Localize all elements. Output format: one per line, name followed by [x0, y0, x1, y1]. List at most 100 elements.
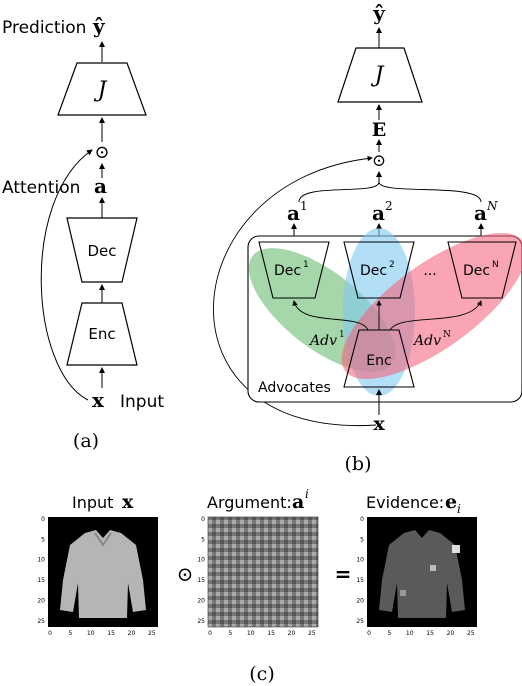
c-argument-ytick: 25	[197, 618, 205, 625]
x-symbol: x	[92, 388, 105, 412]
c-input-xtick: 5	[68, 630, 72, 637]
dec-block	[66, 217, 138, 283]
b-decN-sup: N	[492, 260, 499, 270]
c-evidence-sub: i	[457, 502, 461, 516]
b-adv1-base: Adv	[308, 333, 337, 349]
c-input-ytick: 25	[37, 618, 45, 625]
prediction-label: Prediction	[2, 18, 86, 38]
c-argument-ytick: 0	[201, 516, 205, 523]
attention-label: Attention	[2, 178, 80, 198]
c-evidence-title: Evidence:	[366, 493, 444, 512]
c-odot-symbol: ⊙	[177, 562, 194, 586]
b-x-symbol: x	[373, 413, 385, 435]
enc-block	[66, 302, 138, 366]
a-symbol: a	[94, 174, 107, 198]
caption-c: (c)	[249, 663, 274, 685]
c-evidence-ytick: 25	[356, 618, 364, 625]
c-argument-xtick: 10	[247, 630, 255, 637]
c-argument-xtick: 15	[267, 630, 275, 637]
b-advocates-label: Advocates	[258, 380, 331, 396]
c-input-xtick: 10	[87, 630, 95, 637]
j-block	[57, 62, 147, 116]
b-odot-symbol: ⊙	[372, 151, 386, 171]
caption-a: (a)	[73, 430, 99, 452]
c-argument-sup: i	[305, 487, 309, 501]
c-input-xtick: 25	[148, 630, 156, 637]
c-argument-xtick: 5	[228, 630, 232, 637]
b-a2-sup: 2	[385, 199, 393, 213]
c-evidence-ytick: 0	[360, 516, 364, 523]
dec-label: Dec	[87, 242, 116, 260]
c-input-ytick: 15	[37, 577, 45, 584]
c-evidence-base: e	[445, 491, 457, 513]
c-evidence-xtick: 20	[447, 630, 455, 637]
c-input-ytick: 0	[41, 516, 45, 523]
c-evidence-ytick: 20	[356, 597, 364, 604]
b-dec1-sup: 1	[303, 260, 309, 270]
b-dec2-sup: 2	[389, 260, 395, 270]
c-input-ytick: 20	[37, 597, 45, 604]
b-decN-base: Dec	[463, 263, 490, 279]
prediction-symbol: ŷ	[92, 14, 106, 38]
c-argument-xtick: 25	[308, 630, 316, 637]
panel-c: Input x Argument: a i Evidence: e i ⊙ = …	[37, 487, 477, 685]
c-argument-ytick: 5	[201, 536, 205, 543]
b-aN-sup: N	[486, 199, 498, 213]
b-enc-block	[343, 329, 415, 388]
input-label: Input	[120, 392, 164, 412]
c-argument-ytick: 20	[197, 597, 205, 604]
c-argument-image	[207, 516, 319, 628]
b-j-block	[337, 47, 423, 103]
c-input-xtick: 0	[48, 630, 52, 637]
b-decN-block	[447, 241, 517, 299]
b-adv1-arrow	[292, 300, 369, 331]
c-evidence-xtick: 25	[467, 630, 475, 637]
c-argument-xtick: 0	[208, 630, 212, 637]
c-input-symbol: x	[122, 491, 134, 513]
b-ellipsis: ...	[423, 263, 436, 279]
b-yhat-symbol: ŷ	[372, 1, 386, 25]
j-label: J	[94, 78, 108, 103]
c-argument-xtick: 20	[288, 630, 296, 637]
c-evidence-xtick: 15	[426, 630, 434, 637]
c-evidence-xtick: 5	[387, 630, 391, 637]
c-evidence-image	[367, 517, 477, 627]
b-pink-ellipse	[341, 232, 522, 380]
c-evidence-xtick: 10	[406, 630, 414, 637]
c-argument-base: a	[292, 491, 304, 513]
enc-label: Enc	[88, 325, 115, 343]
panel-b: ŷ J E ⊙ a 1 a 2 a N Dec 1 Dec	[213, 1, 522, 475]
c-input-ytick: 5	[41, 536, 45, 543]
b-advN-base: Adv	[412, 333, 441, 349]
c-evidence-ytick: 5	[360, 536, 364, 543]
c-input-xtick: 15	[107, 630, 115, 637]
c-argument-ytick: 15	[197, 577, 205, 584]
b-adv1-sup: 1	[339, 330, 345, 340]
c-evidence-xtick: 0	[367, 630, 371, 637]
b-enc-label: Enc	[366, 353, 391, 369]
b-e-symbol: E	[372, 119, 386, 141]
odot-symbol: ⊙	[94, 142, 109, 163]
panel-a: Prediction ŷ J ⊙ Attention a Dec Enc x I…	[2, 14, 164, 452]
b-aN-base: a	[474, 201, 487, 225]
c-evidence-ytick: 10	[356, 557, 364, 564]
b-dec1-base: Dec	[274, 263, 301, 279]
c-argument-title: Argument:	[207, 493, 292, 512]
b-advN-sup: N	[443, 330, 451, 340]
c-evidence-ytick: 15	[356, 577, 364, 584]
b-feedback-loop	[213, 155, 377, 427]
attention-arrow	[40, 149, 93, 401]
c-argument-ytick: 10	[197, 557, 205, 564]
b-advN-arrow	[389, 300, 482, 331]
c-input-xtick: 20	[128, 630, 136, 637]
caption-b: (b)	[345, 453, 372, 475]
c-input-title: Input	[72, 493, 113, 512]
c-equals-symbol: =	[335, 562, 352, 586]
c-input-ytick: 10	[37, 557, 45, 564]
b-a2-base: a	[372, 201, 385, 225]
b-dec2-base: Dec	[360, 263, 387, 279]
b-dec1-block	[258, 241, 330, 299]
b-a1-base: a	[287, 201, 300, 225]
